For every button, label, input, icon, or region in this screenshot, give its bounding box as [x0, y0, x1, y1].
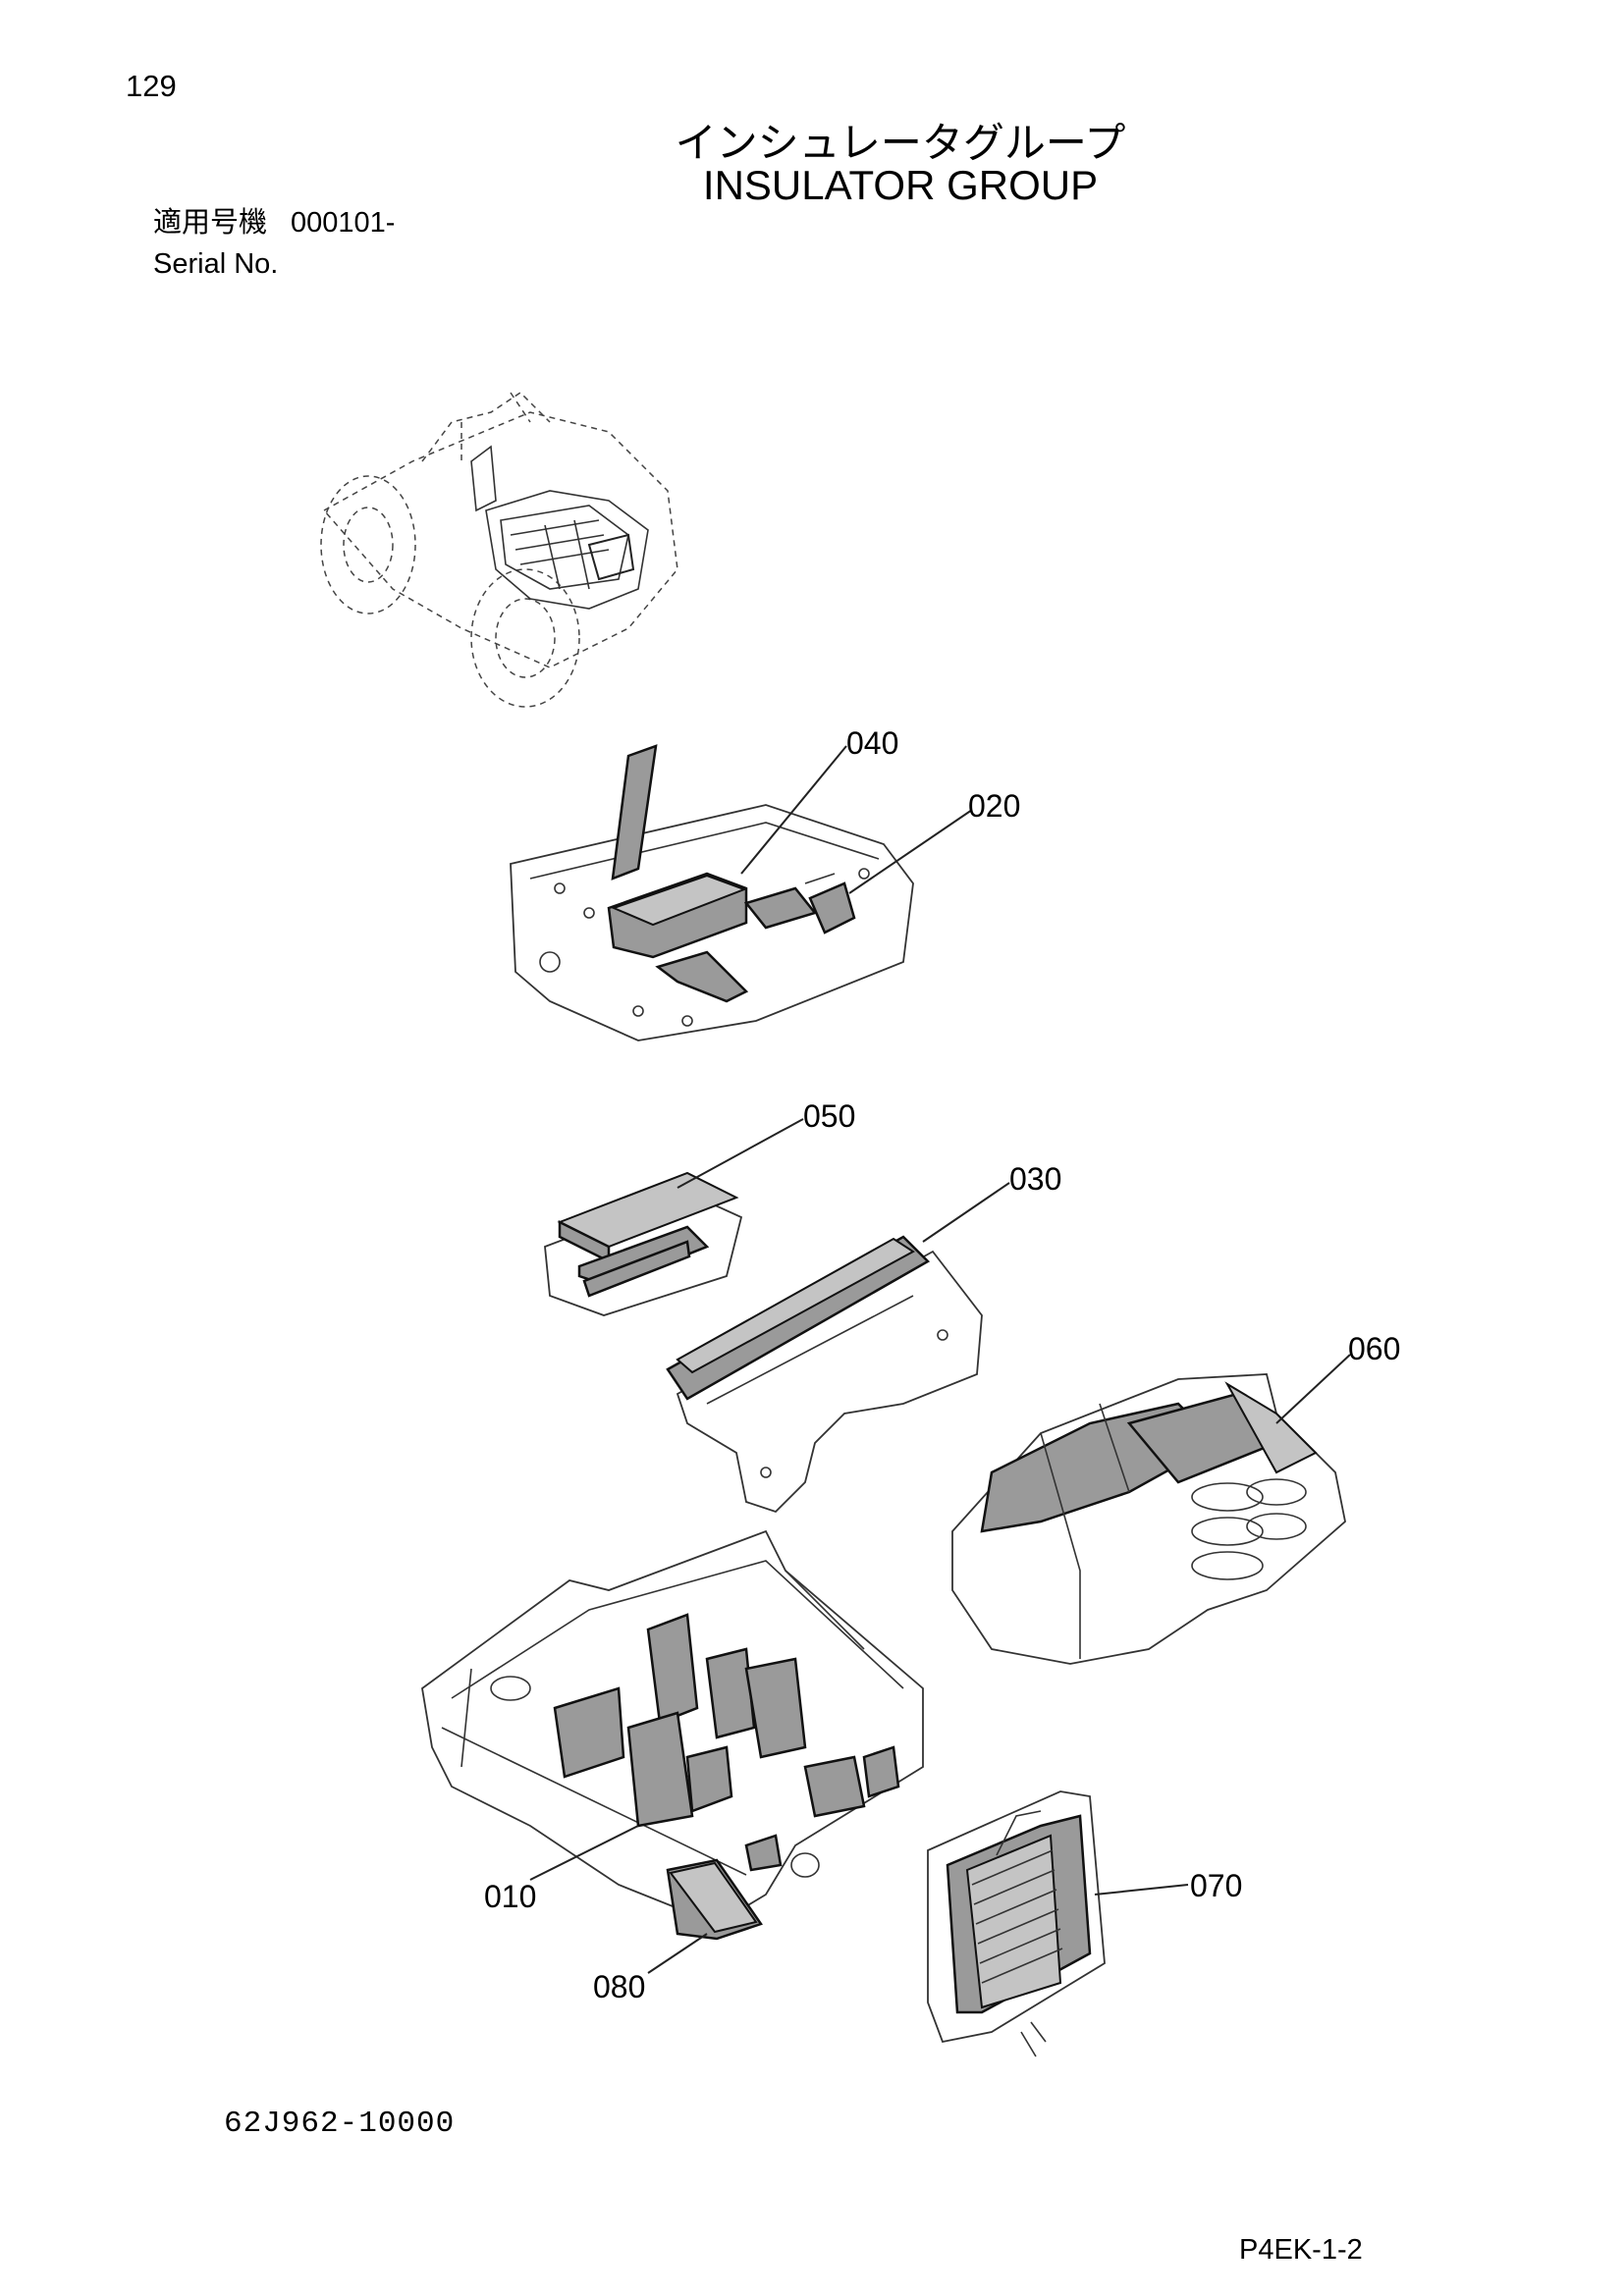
insulator-060-hood [951, 1373, 1346, 1665]
serial-value: 000101- [291, 207, 396, 239]
callout-010: 010 [484, 1879, 536, 1914]
leader-030 [922, 1182, 1010, 1243]
callout-040: 040 [846, 725, 898, 761]
floor-plate-assembly [510, 744, 914, 1041]
callout-060: 060 [1348, 1331, 1400, 1366]
page-title-jp: インシュレータグループ [675, 119, 1126, 167]
callout-050: 050 [803, 1098, 855, 1134]
leader-040 [740, 745, 847, 875]
callout-030: 030 [1009, 1161, 1061, 1197]
insulator-070-radiator [927, 1790, 1106, 2057]
page-code: P4EK-1-2 [1239, 2234, 1363, 2266]
leader-060 [1275, 1354, 1351, 1424]
insulator-080 [666, 1858, 763, 1941]
drawing-code: 62J962-10000 [224, 2107, 456, 2141]
leader-080 [647, 1933, 708, 1974]
leader-050 [677, 1118, 804, 1189]
serial-label-jp: 適用号機 [153, 205, 268, 239]
machine-overview-sketch [320, 392, 678, 708]
serial-label-en: Serial No. [153, 248, 279, 280]
insulator-050 [544, 1171, 743, 1316]
callout-020: 020 [968, 788, 1020, 824]
leader-070 [1094, 1884, 1189, 1896]
leader-020 [848, 809, 973, 894]
callout-080: 080 [593, 1969, 645, 2004]
insulator-030 [666, 1235, 983, 1514]
insulator-010-frame [421, 1529, 924, 1926]
page-title-en: INSULATOR GROUP [702, 162, 1099, 208]
callout-070: 070 [1190, 1868, 1242, 1903]
leader-010 [529, 1825, 639, 1881]
page-number: 129 [126, 69, 177, 103]
serial-block: 適用号機 000101- Serial No. [153, 201, 395, 285]
